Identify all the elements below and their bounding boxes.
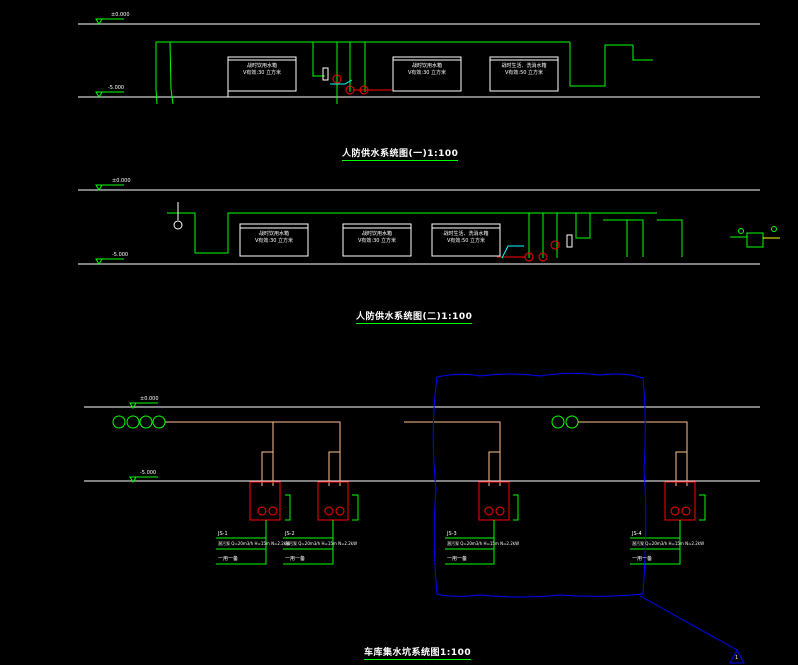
pit-label: JS-2 xyxy=(285,531,295,537)
pressure-tank-icon xyxy=(322,67,329,81)
pump-icon xyxy=(495,506,505,516)
level-label: ±0.000 xyxy=(111,12,130,18)
sump-pit xyxy=(249,481,281,521)
pit-note: 潜污泵 Q=20m3/h H=15m N=2.2kW xyxy=(285,541,358,546)
pump-icon xyxy=(484,506,494,516)
pit-label: JS-1 xyxy=(218,531,228,537)
pump-icon xyxy=(681,506,691,516)
level-label: -5.000 xyxy=(112,252,129,258)
level-label: -5.000 xyxy=(140,470,157,476)
pump-icon xyxy=(332,74,342,84)
level-marker-icon xyxy=(95,91,103,98)
valve-icon xyxy=(173,220,183,230)
pump-icon xyxy=(550,240,560,250)
pump-icon xyxy=(335,506,345,516)
equipment-box xyxy=(746,232,764,248)
level-label: ±0.000 xyxy=(112,178,131,184)
sump-pit xyxy=(317,481,349,521)
pump-icon xyxy=(670,506,680,516)
pit-count: 一用一备 xyxy=(447,556,468,562)
section-2-diagram xyxy=(78,184,780,265)
section-3-diagram xyxy=(84,372,760,664)
pump-icon xyxy=(268,506,278,516)
tank xyxy=(431,223,501,257)
pit-count: 一用一备 xyxy=(218,556,239,562)
pit-note: 潜污泵 Q=20m3/h H=15m N=2.2kW xyxy=(218,541,291,546)
revision-tag: 1 xyxy=(735,655,739,661)
level-label: -5.000 xyxy=(108,85,125,91)
level-label: ±0.000 xyxy=(140,396,159,402)
tank xyxy=(342,223,412,257)
pit-label: JS-3 xyxy=(447,531,457,537)
pit-note: 潜污泵 Q=20m3/h H=15m N=2.2kW xyxy=(632,541,705,546)
level-marker-icon xyxy=(95,184,103,191)
pit-count: 一用一备 xyxy=(632,556,653,562)
pipe-id-markers xyxy=(112,415,579,429)
tank xyxy=(489,56,559,92)
section-2-title: 人防供水系统图(二)1:100 xyxy=(356,309,473,324)
pressure-tank-icon xyxy=(566,234,573,248)
pit-count: 一用一备 xyxy=(285,556,306,562)
revision-cloud xyxy=(432,372,647,598)
pump-icon xyxy=(324,506,334,516)
pit-note: 潜污泵 Q=20m3/h H=15m N=2.2kW xyxy=(447,541,520,546)
revision-triangle-icon xyxy=(729,648,745,664)
tank xyxy=(392,56,462,92)
pump-icon xyxy=(257,506,267,516)
pump-icon xyxy=(538,252,548,262)
level-marker-icon xyxy=(95,258,103,265)
tank xyxy=(227,56,297,92)
sump-pit xyxy=(478,481,510,521)
section-1-title: 人防供水系统图(一)1:100 xyxy=(342,146,459,161)
level-marker-icon xyxy=(95,18,103,25)
sump-pit xyxy=(664,481,696,521)
pit-label: JS-4 xyxy=(632,531,642,537)
section-1-diagram xyxy=(78,18,760,105)
section-3-title: 车库集水坑系统图1:100 xyxy=(364,645,472,660)
tank xyxy=(239,223,309,257)
